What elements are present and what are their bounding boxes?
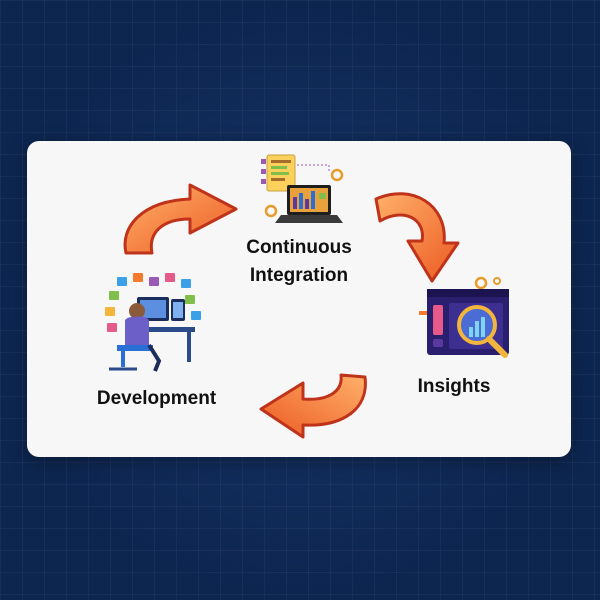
- analytics-magnifier-icon: [419, 276, 509, 358]
- arrow-ci-to-insights-icon: [374, 192, 460, 283]
- diagram-card: Continuous Integration Insights Developm…: [27, 141, 571, 457]
- node-label-ci-line2: Integration: [249, 265, 349, 286]
- developer-workstation-icon: [105, 273, 201, 372]
- node-label-development: Development: [96, 388, 217, 409]
- node-label-ci-line1: Continuous: [246, 237, 352, 258]
- node-label-insights: Insights: [417, 376, 491, 397]
- laptop-documents-icon: [261, 154, 344, 223]
- arrow-development-to-ci-icon: [123, 183, 238, 255]
- arrow-insights-to-development-icon: [259, 373, 367, 439]
